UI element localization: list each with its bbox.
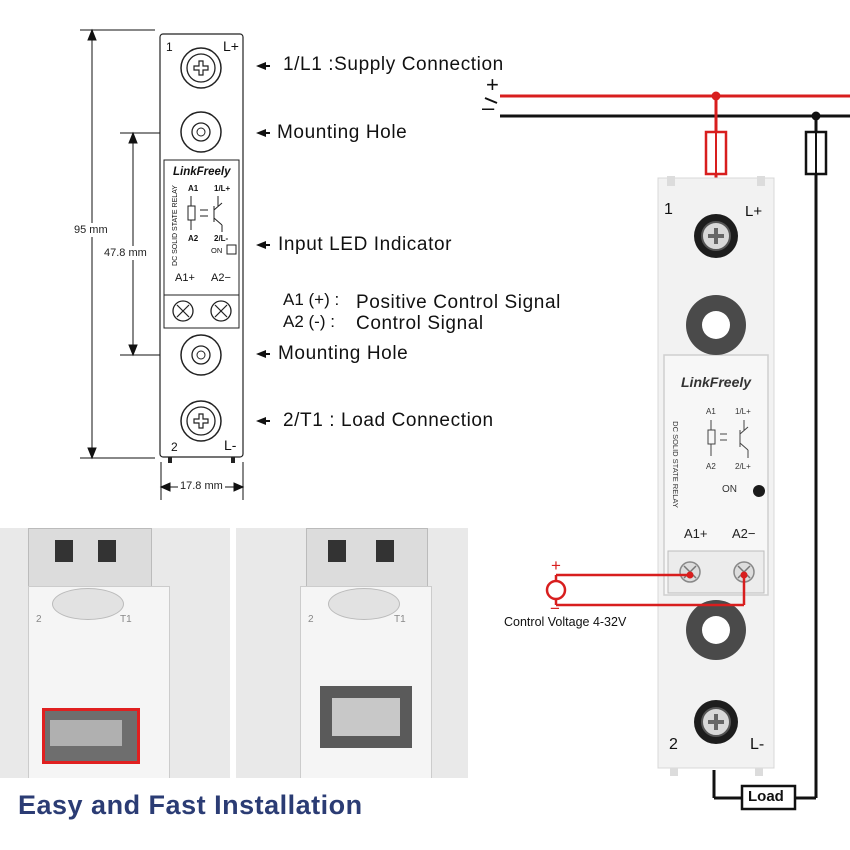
dim-17: 17.8 mm: [178, 480, 225, 492]
large-brand: LinkFreely: [681, 374, 752, 390]
control-voltage-source: [545, 579, 567, 601]
small-circuit-symbol: [187, 196, 223, 232]
photo-mark-t1: T1: [120, 614, 132, 625]
control-minus: −: [550, 599, 560, 618]
large-a1: A1: [706, 407, 716, 416]
large-bottom-mounting-hole: [686, 600, 746, 660]
large-top-mounting-hole: [686, 295, 746, 355]
large-side-text: DC SOLID STATE RELAY: [670, 421, 680, 508]
small-a2: A2: [188, 234, 199, 243]
large-a2: A2: [706, 462, 716, 471]
small-on: ON: [211, 246, 223, 255]
photo-mark-2: 2: [36, 614, 42, 625]
supply-wires: [484, 91, 850, 811]
callout-a1-prefix: A1 (+) :: [283, 290, 340, 309]
small-led-indicator: [226, 244, 237, 255]
large-term-1: 1: [664, 201, 673, 218]
large-top-screw: [694, 214, 738, 258]
callout-supply: 1/L1 :Supply Connection: [283, 54, 504, 75]
small-bottom-screw: [180, 400, 222, 442]
large-circuit-symbol: [707, 420, 749, 458]
small-brand: LinkFreely: [173, 166, 231, 178]
page-title: Easy and Fast Installation: [18, 790, 363, 820]
control-wires: [545, 571, 748, 607]
control-plus: +: [551, 556, 561, 575]
callout-a2-text: Control Signal: [356, 313, 484, 334]
callout-mount-top: Mounting Hole: [277, 122, 408, 143]
small-l1: 1/L+: [214, 184, 231, 193]
small-top-mounting-hole: [180, 111, 222, 153]
supply-plus: +: [486, 72, 499, 97]
large-l2: 2/L+: [735, 462, 751, 471]
callout-a2-prefix: A2 (-) :: [283, 312, 335, 331]
photo-mark-t1-right: T1: [394, 614, 406, 625]
small-top-screw: [180, 47, 222, 89]
supply-minus: –: [482, 95, 495, 120]
large-on: ON: [722, 484, 737, 495]
install-photo-right: 2 T1: [236, 528, 468, 778]
load-box: [740, 784, 797, 811]
small-bottom-mounting-hole: [180, 334, 222, 376]
dim-95: 95 mm: [74, 223, 108, 237]
small-a2-minus: A2−: [211, 272, 231, 284]
load-label: Load: [748, 788, 784, 805]
small-term-l-plus: L+: [223, 38, 239, 54]
small-relay-module: [159, 33, 244, 463]
small-side-text: DC SOLID STATE RELAY: [171, 185, 179, 266]
callout-arrows: [256, 62, 270, 425]
small-a1: A1: [188, 184, 199, 193]
photo-mark-2-right: 2: [308, 614, 314, 625]
large-term-l-plus: L+: [745, 203, 763, 220]
small-control-screws: [172, 300, 232, 322]
small-term-2: 2: [171, 440, 178, 454]
large-term-2: 2: [669, 736, 678, 753]
control-voltage-label: Control Voltage 4-32V: [504, 615, 627, 629]
install-photo-left: 2 T1: [0, 528, 230, 778]
small-term-1: 1: [166, 40, 173, 54]
large-a2-minus: A2−: [732, 526, 756, 541]
large-led-indicator: [753, 485, 765, 497]
small-term-l-minus: L-: [224, 437, 237, 453]
small-l2: 2/L-: [214, 234, 229, 243]
callout-mount-bottom: Mounting Hole: [278, 343, 409, 364]
large-l1: 1/L+: [735, 407, 751, 416]
large-bottom-screw: [694, 700, 738, 744]
callout-a1-text: Positive Control Signal: [356, 292, 561, 313]
large-relay-module: [657, 176, 775, 776]
small-a1-plus: A1+: [175, 272, 195, 284]
callout-led: Input LED Indicator: [278, 234, 453, 255]
dim-47: 47.8 mm: [104, 246, 147, 260]
large-term-l-minus: L-: [750, 736, 765, 753]
callout-load: 2/T1 : Load Connection: [283, 410, 494, 431]
large-a1-plus: A1+: [684, 526, 708, 541]
